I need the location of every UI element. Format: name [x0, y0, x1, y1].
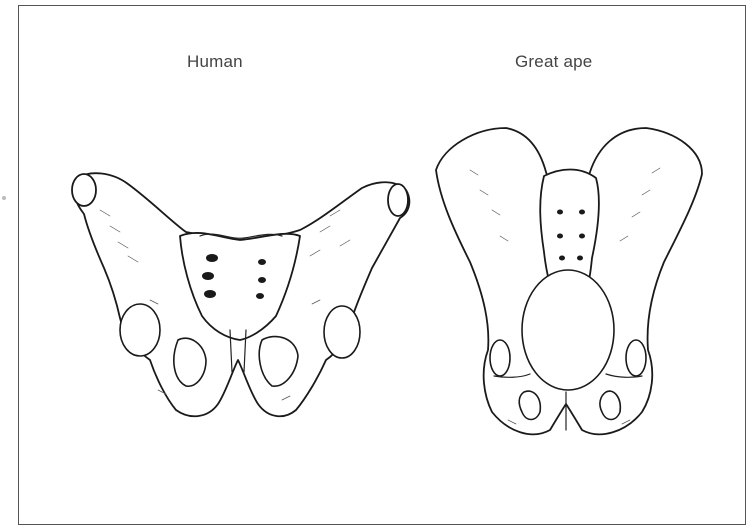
- great-ape-left-acetabulum: [490, 340, 510, 376]
- great-ape-right-obturator: [600, 391, 620, 419]
- great-ape-pelvic-inlet: [522, 270, 614, 390]
- great-ape-right-acetabulum: [626, 340, 646, 376]
